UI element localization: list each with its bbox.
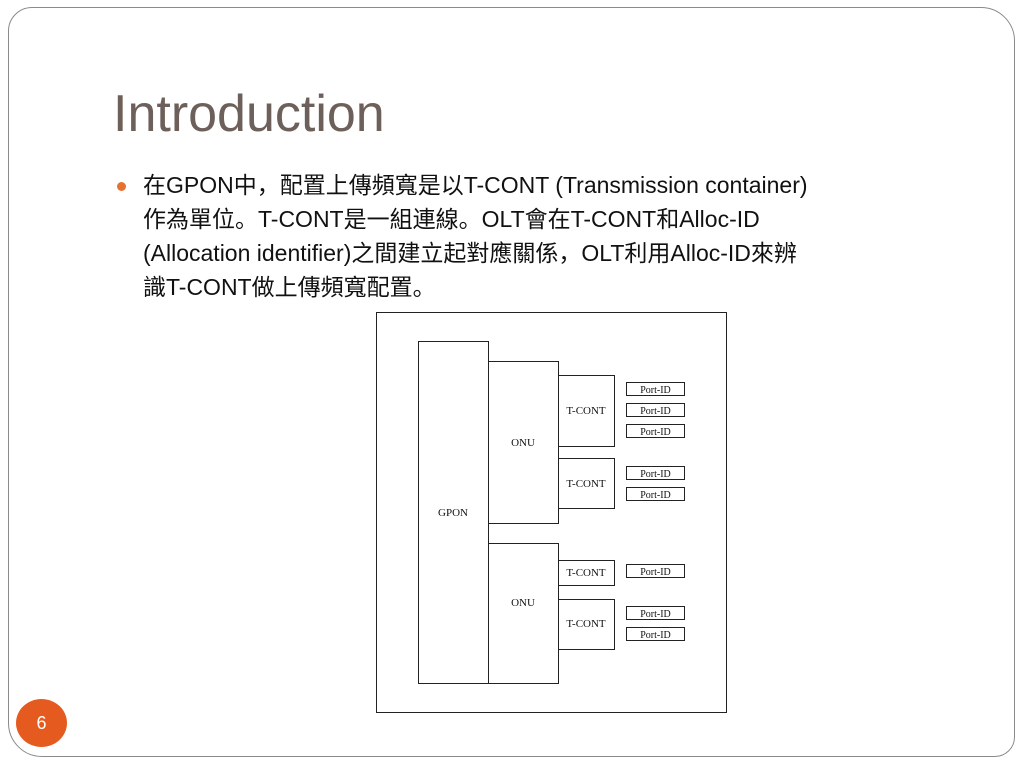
- bullet-marker: [117, 182, 126, 191]
- port-id-label: Port-ID: [640, 385, 671, 396]
- port-id-label: Port-ID: [640, 490, 671, 501]
- port-id-box: [626, 424, 685, 438]
- port-id-label: Port-ID: [640, 406, 671, 417]
- onu-label: ONU: [511, 597, 535, 609]
- port-id-label: Port-ID: [640, 427, 671, 438]
- slide-frame: [8, 7, 1015, 757]
- onu-box: [488, 543, 559, 684]
- port-id-box: [626, 606, 685, 620]
- port-id-label: Port-ID: [640, 609, 671, 620]
- gpon-diagram: GPON ONU T-CONT Port-ID Port-ID Port-ID …: [376, 312, 727, 713]
- bullet-line: (Allocation identifier)之間建立起對應關係，OLT利用Al…: [143, 240, 797, 266]
- gpon-label: GPON: [438, 507, 468, 519]
- bullet-line: 識T-CONT做上傳頻寬配置。: [143, 274, 436, 300]
- port-id-box: [626, 382, 685, 396]
- port-id-label: Port-ID: [640, 469, 671, 480]
- tcont-label: T-CONT: [566, 478, 606, 490]
- port-id-box: [626, 403, 685, 417]
- port-id-box: [626, 627, 685, 641]
- bullet-line: 作為單位。T-CONT是一組連線。OLT會在T-CONT和Alloc-ID: [143, 206, 760, 232]
- bullet-line: 在GPON中，配置上傳頻寬是以T-CONT (Transmission cont…: [143, 172, 808, 198]
- port-id-label: Port-ID: [640, 630, 671, 641]
- tcont-box: [558, 375, 615, 447]
- tcont-box: [558, 599, 615, 650]
- port-id-box: [626, 466, 685, 480]
- onu-label: ONU: [511, 437, 535, 449]
- tcont-label: T-CONT: [566, 567, 606, 579]
- port-id-box: [626, 564, 685, 578]
- tcont-label: T-CONT: [566, 618, 606, 630]
- port-id-box: [626, 487, 685, 501]
- tcont-box: [558, 458, 615, 509]
- gpon-box: [418, 341, 489, 684]
- page-number: 6: [36, 712, 47, 733]
- bullet-text: 在GPON中，配置上傳頻寬是以T-CONT (Transmission cont…: [143, 168, 973, 304]
- page-number-badge: 6: [16, 699, 67, 747]
- slide-title: Introduction: [113, 85, 385, 143]
- port-id-label: Port-ID: [640, 567, 671, 578]
- gpon-diagram-svg: GPON ONU T-CONT Port-ID Port-ID Port-ID …: [376, 312, 727, 713]
- tcont-label: T-CONT: [566, 405, 606, 417]
- tcont-box: [558, 560, 615, 586]
